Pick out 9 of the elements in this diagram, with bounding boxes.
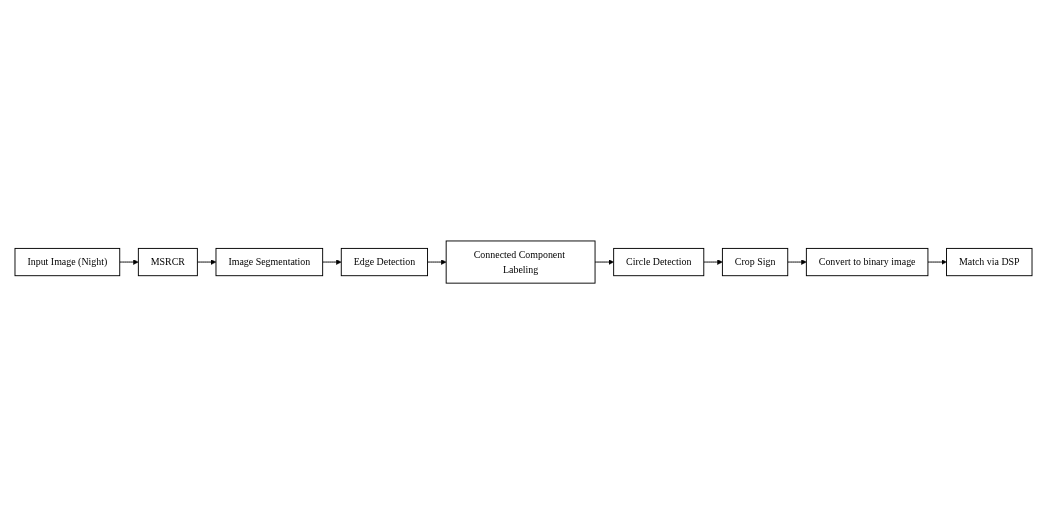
node-box: Connected Component Labeling [445, 240, 596, 285]
node-box: Crop Sign [721, 248, 789, 277]
node-box: Match via DSP [946, 248, 1033, 277]
node-box: Circle Detection [613, 248, 705, 277]
node-box: Convert to binary image [805, 248, 929, 277]
node-box: Input Image (Night) [14, 248, 121, 277]
node-box: Edge Detection [340, 248, 428, 277]
node-box: MSRCR [137, 248, 198, 277]
node-box: Image Segmentation [215, 248, 324, 277]
